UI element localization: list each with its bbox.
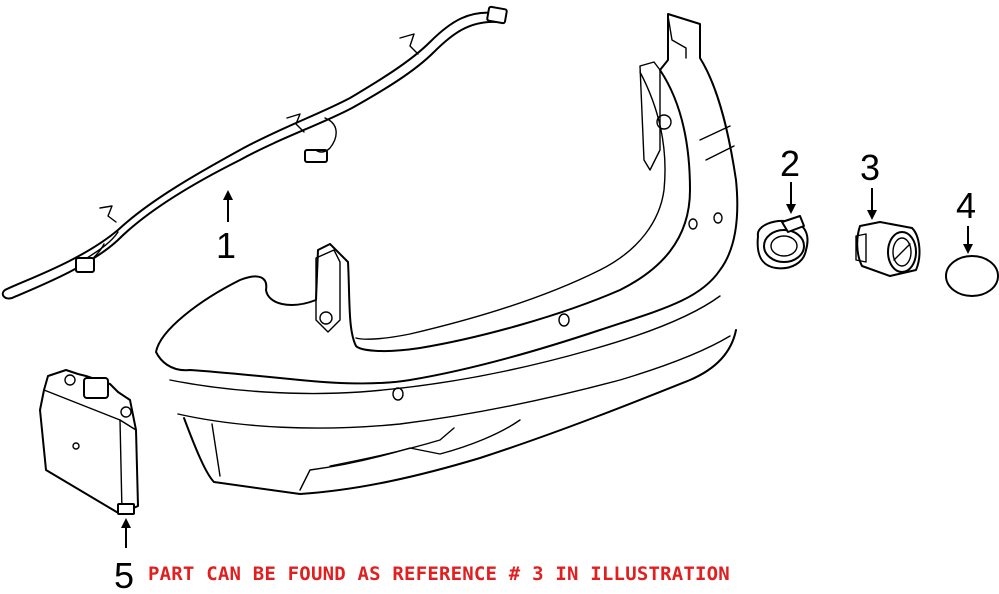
- callout-2: 2: [780, 143, 800, 214]
- rear-bumper-cover[interactable]: [155, 13, 739, 495]
- sensor-bracket[interactable]: [855, 221, 921, 277]
- callout-4-label: 4: [956, 185, 976, 226]
- control-module[interactable]: [39, 369, 139, 515]
- reference-note: PART CAN BE FOUND AS REFERENCE # 3 IN IL…: [148, 563, 730, 585]
- sensor-gasket[interactable]: [945, 255, 999, 297]
- callout-5-label: 5: [114, 555, 134, 594]
- parking-sensor[interactable]: [756, 215, 809, 270]
- callout-3-label: 3: [860, 147, 880, 188]
- wiring-harness[interactable]: [1, 5, 508, 300]
- callout-1-label: 1: [216, 225, 236, 266]
- callout-5: 5: [114, 518, 134, 594]
- callout-1: 1: [216, 190, 236, 266]
- callout-3: 3: [860, 147, 880, 220]
- callout-2-label: 2: [780, 143, 800, 184]
- callout-4: 4: [956, 185, 976, 254]
